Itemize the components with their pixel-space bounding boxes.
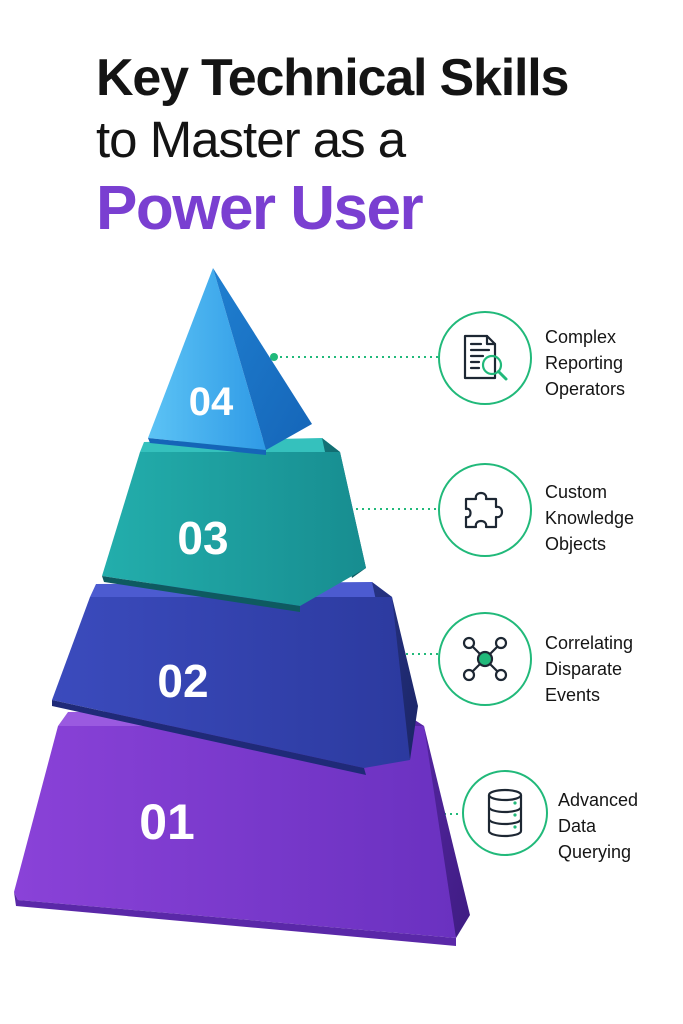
database-icon [487,788,523,838]
title-line-3: Power User [96,174,424,243]
level-04-face [148,268,266,450]
network-nodes-icon [462,636,508,682]
connector-dot-02 [396,650,404,658]
connector-dot-03 [340,505,348,513]
skill-label-04: Complex Reporting Operators [545,324,625,402]
connector-dot-04 [270,353,278,361]
level-02-top [90,582,392,597]
skill-04-line-1: Complex [545,327,617,347]
pyramid-level-03 [102,438,366,612]
skill-01-line-2: Data [558,816,597,836]
pyramid-level-02 [52,582,418,775]
skill-02-line-2: Disparate [545,659,623,679]
title-line-1: Key Technical Skills [96,49,569,107]
skill-03-line-2: Knowledge [545,508,635,528]
skill-badge-03 [438,463,532,557]
pyramid-level-04 [148,268,312,455]
level-03-top [140,438,340,452]
level-number-02: 02 [157,655,208,707]
skill-badge-04 [438,311,532,405]
skill-03-line-3: Objects [545,534,607,554]
skill-label-01: Advanced Data Querying [558,787,638,865]
level-01-side [396,708,470,938]
skill-badge-02 [438,612,532,706]
skill-01-line-1: Advanced [558,790,639,810]
level-02-side [372,582,418,760]
level-01-face [14,726,456,938]
skill-01-line-3: Querying [558,842,632,862]
level-03-side [322,438,366,578]
skill-04-line-2: Reporting [545,353,624,373]
level-01-top [58,708,424,726]
pyramid-level-01 [14,708,470,946]
skill-03-line-1: Custom [545,482,608,502]
skill-label-02: Correlating Disparate Events [545,630,633,708]
puzzle-piece-icon [464,491,504,529]
skill-02-line-3: Events [545,685,601,705]
skill-badge-01 [462,770,548,856]
level-02-face [52,597,410,768]
level-number-04: 04 [189,380,234,424]
connector-lines [274,356,462,815]
skill-02-line-1: Correlating [545,633,634,653]
level-03-face [102,452,366,606]
level-number-01: 01 [139,794,195,850]
document-search-icon [463,334,508,381]
skill-label-03: Custom Knowledge Objects [545,479,634,557]
level-04-side [213,268,312,450]
title-line-2: to Master as a [96,111,406,168]
connector-dots [270,353,430,818]
skill-04-line-3: Operators [545,379,626,399]
page-title: Key Technical Skills to Master as a Powe… [96,52,656,240]
level-number-03: 03 [177,512,228,564]
connector-dot-01 [422,810,430,818]
